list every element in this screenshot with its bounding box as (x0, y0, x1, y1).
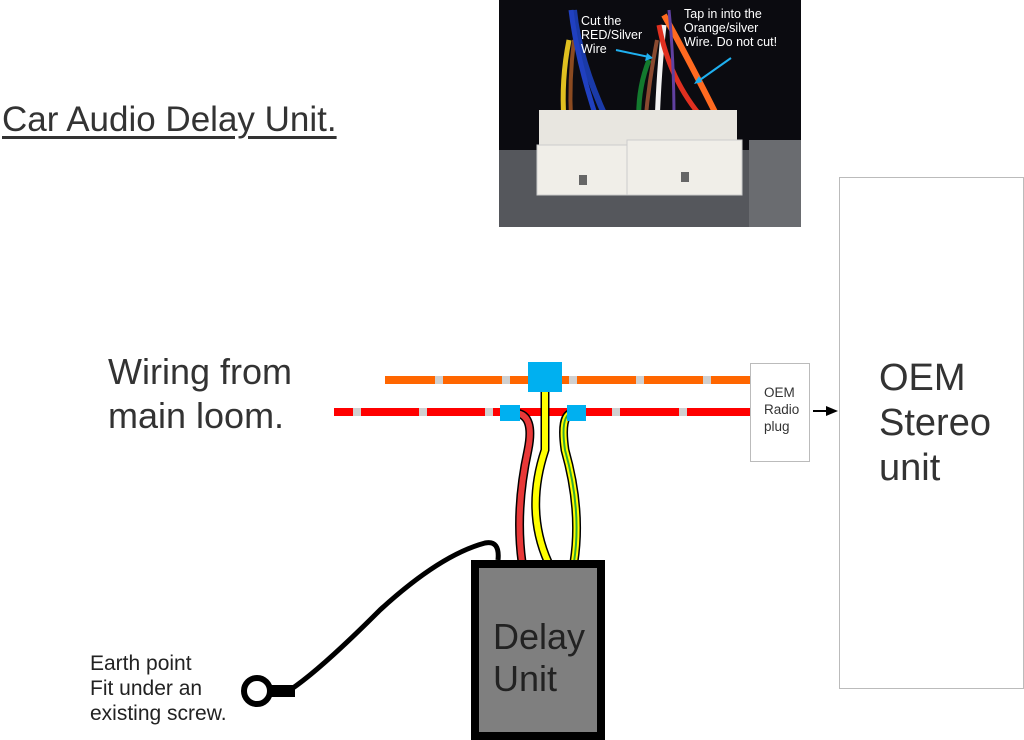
connector-photo: Cut the RED/Silver Wire Tap in into the … (499, 0, 801, 227)
earth-note: Earth point Fit under an existing screw. (90, 651, 227, 726)
red-splice-left (500, 405, 520, 421)
stereo-label: Stereo (879, 402, 991, 444)
cut-note-line: Wire (581, 42, 607, 56)
loom-label-line: Wiring from (108, 351, 293, 392)
delay-unit-label: Delay (493, 616, 586, 657)
earth-wire (288, 540, 501, 693)
cut-note-line: RED/Silver (581, 28, 643, 42)
earth-note-line: Earth point (90, 652, 192, 675)
radio-plug-label: plug (764, 419, 790, 434)
oem-radio-plug: OEM Radio plug (750, 363, 810, 462)
cut-note: Cut the RED/Silver Wire (581, 14, 642, 56)
oem-stereo-unit: OEM Stereo unit (839, 177, 1024, 689)
page-title: Car Audio Delay Unit. (2, 100, 337, 139)
tap-note-line: Wire. Do not cut! (684, 35, 778, 49)
radio-plug-label: OEM (764, 385, 795, 400)
arrow-icon (813, 406, 838, 416)
loom-label: Wiring from main loom. (108, 350, 292, 438)
tap-note-line: Orange/silver (684, 21, 759, 35)
earth-ring-terminal-icon (241, 675, 295, 707)
loom-label-line: main loom. (108, 395, 285, 436)
orange-splice (528, 362, 562, 392)
tap-note: Tap in into the Orange/silver Wire. Do n… (684, 7, 777, 49)
earth-note-line: existing screw. (90, 702, 227, 725)
orange-wire (385, 376, 751, 384)
tap-note-line: Tap in into the (684, 7, 762, 21)
stereo-label: OEM (879, 357, 966, 399)
stereo-label: unit (879, 447, 941, 489)
radio-plug-label: Radio (764, 402, 800, 417)
cut-note-line: Cut the (581, 14, 622, 28)
connector-photo-drawing (499, 0, 801, 227)
earth-note-line: Fit under an (90, 677, 203, 700)
red-splice-right (567, 405, 586, 421)
delay-unit-label: Unit (493, 658, 558, 699)
delay-unit: Delay Unit (471, 560, 605, 740)
